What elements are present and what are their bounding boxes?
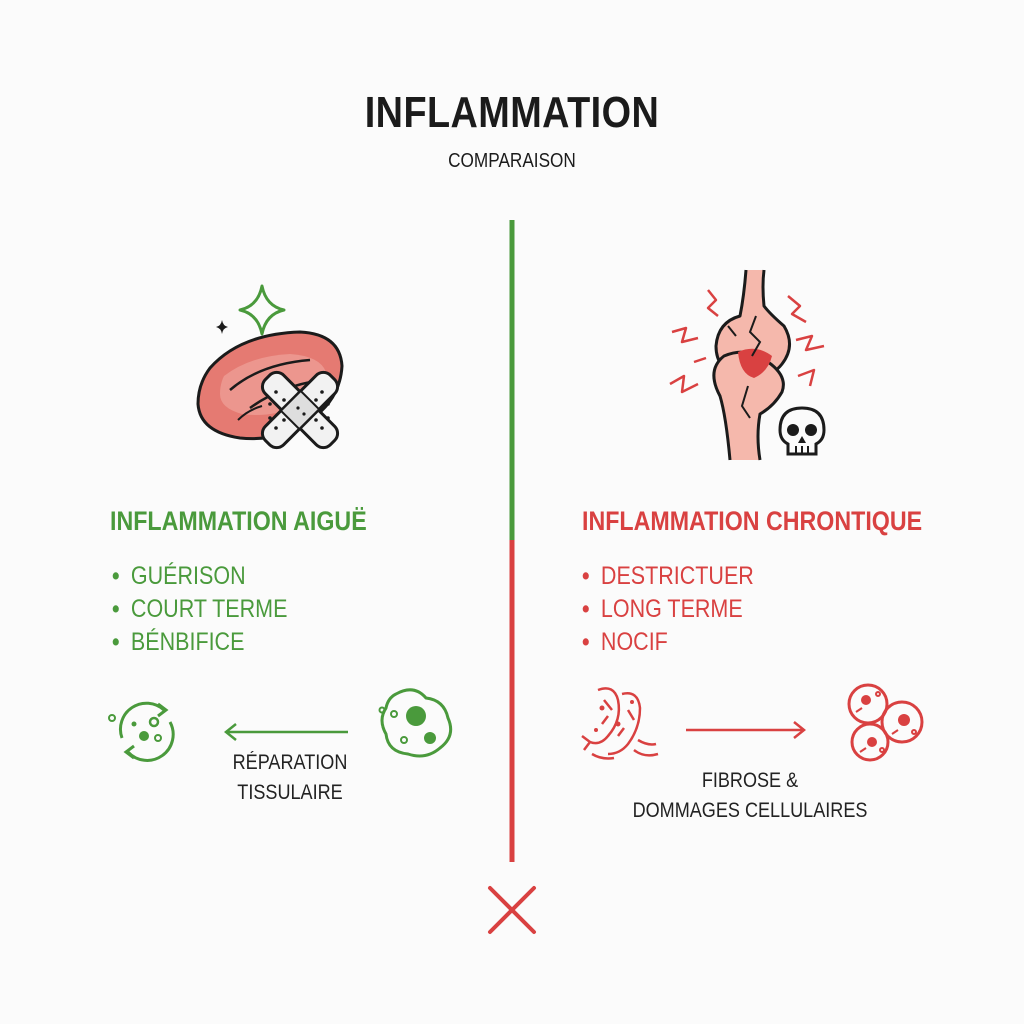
chronic-heading: INFLAMMATION CHRONTIQUE — [582, 506, 923, 536]
fibrous-tissue-icon — [581, 687, 659, 760]
sparkle-icon — [216, 284, 286, 336]
list-item: •BÉNBIFICE — [112, 628, 245, 656]
list-item: •COURT TERME — [112, 595, 288, 623]
page-title: INFLAMMATION — [364, 88, 660, 137]
damaged-joint-icon — [669, 269, 825, 461]
chronic-caption: FIBROSE & DOMMAGES CELLULAIRES — [632, 769, 868, 822]
list-item: •LONG TERME — [582, 595, 743, 623]
arrow-right-icon — [686, 721, 807, 739]
arrow-left-icon — [223, 723, 348, 741]
skull-icon — [778, 406, 826, 456]
immune-cell-icon — [378, 688, 453, 758]
page-subtitle: COMPARAISON — [448, 150, 576, 172]
chronic-list: •DESTRICTUER •LONG TERME •NOCIF — [582, 560, 782, 659]
acute-heading: INFLAMMATION AIGUË — [110, 506, 367, 536]
list-item: •GUÉRISON — [112, 562, 246, 590]
cross-icon — [488, 886, 536, 934]
damaged-cells-icon — [847, 683, 924, 762]
regeneration-cycle-icon — [108, 701, 175, 762]
list-item: •NOCIF — [582, 628, 668, 656]
acute-list: •GUÉRISON •COURT TERME •BÉNBIFICE — [112, 560, 316, 659]
list-item: •DESTRICTUER — [582, 562, 754, 590]
bandaged-tissue-icon — [196, 330, 344, 450]
acute-caption: RÉPARATION TISSULAIRE — [232, 751, 348, 804]
